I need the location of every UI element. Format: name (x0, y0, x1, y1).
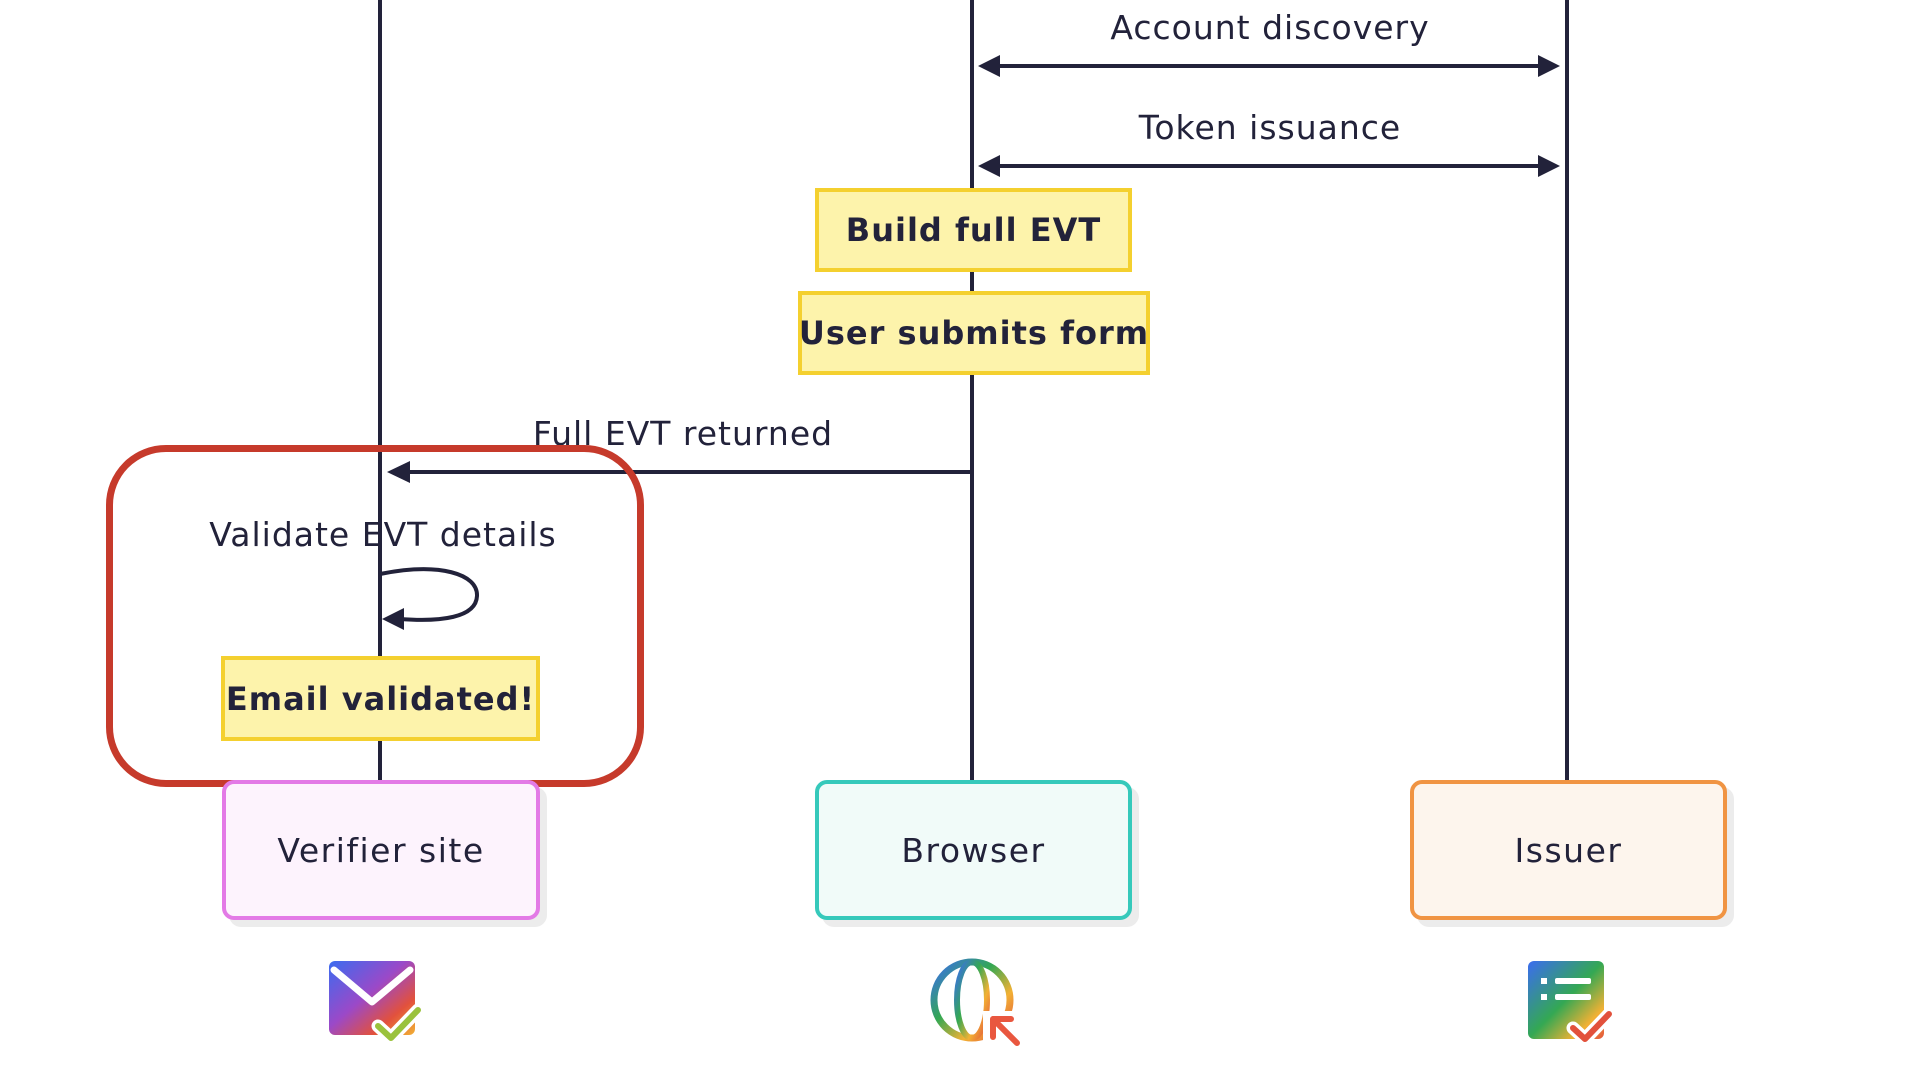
highlight-box (106, 445, 644, 787)
list-check-icon (1528, 961, 1615, 1046)
full-evt-returned-arrow (387, 461, 972, 483)
actor-browser: Browser (815, 780, 1132, 920)
email-check-icon (329, 961, 424, 1045)
token-issuance-label: Token issuance (1138, 108, 1402, 147)
account-discovery-arrow (978, 55, 1560, 77)
user-submits-form-note: User submits form (798, 291, 1150, 375)
token-issuance-arrow (978, 155, 1560, 177)
account-discovery-label: Account discovery (1110, 8, 1430, 47)
validate-evt-label: Validate EVT details (209, 515, 557, 554)
actor-verifier-site: Verifier site (222, 780, 540, 920)
validate-self-loop-arrow (379, 567, 480, 630)
actor-issuer: Issuer (1410, 780, 1727, 920)
email-validated-note: Email validated! (221, 656, 540, 741)
build-full-evt-note: Build full EVT (815, 188, 1132, 272)
globe-cursor-icon (930, 958, 1020, 1047)
